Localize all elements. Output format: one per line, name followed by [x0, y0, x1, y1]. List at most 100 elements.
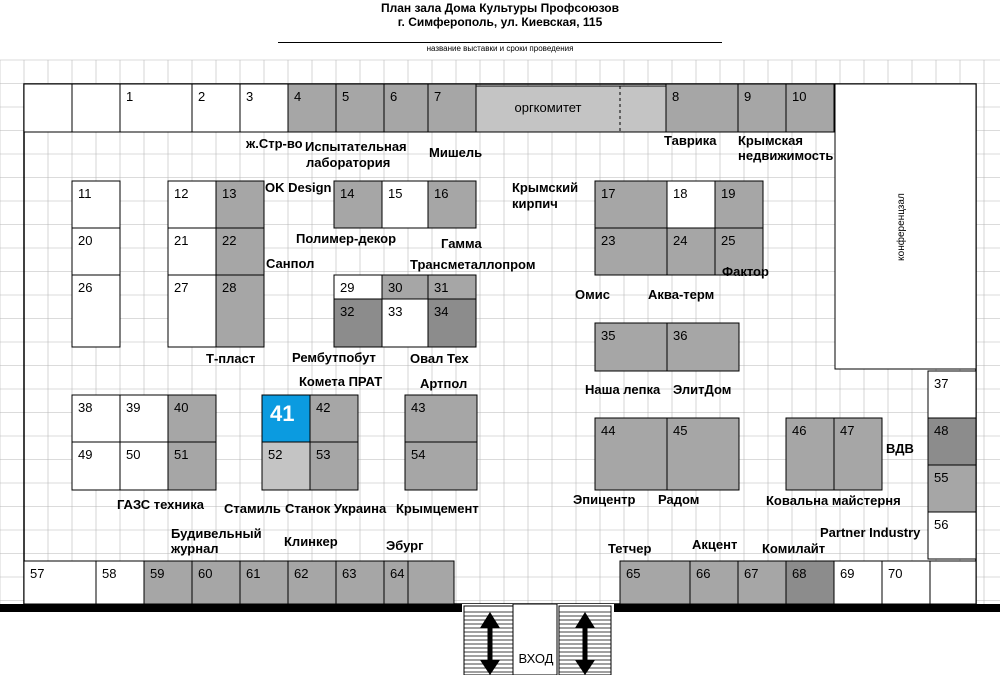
booth-47[interactable]: 47 — [833, 417, 883, 491]
booth-49[interactable]: 49 — [71, 441, 121, 491]
booth-70[interactable]: 70 — [881, 560, 931, 605]
booth-13[interactable]: 13 — [215, 180, 265, 229]
booth-64[interactable]: 64 — [383, 560, 409, 605]
booth-34[interactable]: 34 — [427, 298, 477, 348]
booth-blank-1[interactable] — [71, 83, 121, 133]
booth-14[interactable]: 14 — [333, 180, 383, 229]
booth-18[interactable]: 18 — [666, 180, 716, 229]
booth-20[interactable]: 20 — [71, 227, 121, 276]
booth-25[interactable]: 25 — [714, 227, 764, 276]
booth-40[interactable]: 40 — [167, 394, 217, 443]
booth-55[interactable]: 55 — [927, 464, 977, 513]
booth-area — [927, 417, 977, 466]
booth-56[interactable]: 56 — [927, 511, 977, 560]
booth-33[interactable]: 33 — [381, 298, 431, 348]
booth-area — [335, 560, 385, 605]
booth-area — [666, 417, 740, 491]
booth-31[interactable]: 31 — [427, 274, 477, 300]
exhibition-caption: название выставки и сроки проведения — [426, 44, 574, 53]
booth-60[interactable]: 60 — [191, 560, 241, 605]
booth-46[interactable]: 46 — [785, 417, 835, 491]
booth-67[interactable]: 67 — [737, 560, 787, 605]
booth-65[interactable]: 65 — [619, 560, 691, 605]
booth-blank-66[interactable] — [407, 560, 455, 605]
booth-41[interactable]: 41 — [261, 394, 311, 443]
booth-4[interactable]: 4 — [287, 83, 337, 133]
booth-area — [833, 417, 883, 491]
booth-59[interactable]: 59 — [143, 560, 193, 605]
booth-43[interactable]: 43 — [404, 394, 478, 443]
booth-area — [594, 227, 668, 276]
booth-2[interactable]: 2 — [191, 83, 241, 133]
booth-62[interactable]: 62 — [287, 560, 337, 605]
orgcommittee-room[interactable]: оргкомитет — [475, 85, 667, 133]
booth-number: 20 — [78, 233, 92, 248]
booth-42[interactable]: 42 — [309, 394, 359, 443]
booth-number: 11 — [78, 186, 92, 201]
booth-58[interactable]: 58 — [95, 560, 145, 605]
booth-23[interactable]: 23 — [594, 227, 668, 276]
booth-1[interactable]: 1 — [119, 83, 193, 133]
booth-36[interactable]: 36 — [666, 322, 740, 372]
entrance[interactable]: ВХОД — [462, 603, 614, 675]
booth-area — [239, 560, 289, 605]
booth-57[interactable]: 57 — [23, 560, 97, 605]
exhibitor-label: Тетчер — [608, 541, 651, 556]
booth-26[interactable]: 26 — [71, 274, 121, 348]
booth-35[interactable]: 35 — [594, 322, 668, 372]
booth-44[interactable]: 44 — [594, 417, 668, 491]
booth-11[interactable]: 11 — [71, 180, 121, 229]
booth-37[interactable]: 37 — [927, 370, 977, 419]
booth-32[interactable]: 32 — [333, 298, 383, 348]
booth-45[interactable]: 45 — [666, 417, 740, 491]
booth-61[interactable]: 61 — [239, 560, 289, 605]
booth-28[interactable]: 28 — [215, 274, 265, 348]
booth-39[interactable]: 39 — [119, 394, 169, 443]
booth-15[interactable]: 15 — [381, 180, 431, 229]
booth-number: 3 — [246, 89, 253, 104]
booth-69[interactable]: 69 — [833, 560, 883, 605]
booth-number: 39 — [126, 400, 140, 415]
booth-22[interactable]: 22 — [215, 227, 265, 276]
booth-9[interactable]: 9 — [737, 83, 787, 133]
booth-number: 36 — [673, 328, 687, 343]
booth-17[interactable]: 17 — [594, 180, 668, 229]
booth-29[interactable]: 29 — [333, 274, 383, 300]
booth-8[interactable]: 8 — [665, 83, 739, 133]
booth-21[interactable]: 21 — [167, 227, 217, 276]
booth-19[interactable]: 19 — [714, 180, 764, 229]
booth-number: 10 — [792, 89, 806, 104]
booth-10[interactable]: 10 — [785, 83, 835, 133]
booth-51[interactable]: 51 — [167, 441, 217, 491]
booth-50[interactable]: 50 — [119, 441, 169, 491]
booth-number: 68 — [792, 566, 806, 581]
booth-68[interactable]: 68 — [785, 560, 835, 605]
booth-3[interactable]: 3 — [239, 83, 289, 133]
booth-54[interactable]: 54 — [404, 441, 478, 491]
booth-number: 56 — [934, 517, 948, 532]
conference-room[interactable]: конференцзал — [834, 83, 977, 370]
booth-48[interactable]: 48 — [927, 417, 977, 466]
booth-52[interactable]: 52 — [261, 441, 311, 491]
booth-blank-73[interactable] — [929, 560, 977, 605]
booth-area — [785, 83, 835, 133]
exhibitor-label: Рембутпобут — [292, 350, 376, 365]
booth-area — [594, 180, 668, 229]
booth-area — [927, 511, 977, 560]
booth-5[interactable]: 5 — [335, 83, 385, 133]
conference-label: конференцзал — [895, 193, 907, 261]
booth-66[interactable]: 66 — [689, 560, 739, 605]
booth-27[interactable]: 27 — [167, 274, 217, 348]
booth-38[interactable]: 38 — [71, 394, 121, 443]
booth-30[interactable]: 30 — [381, 274, 431, 300]
booth-12[interactable]: 12 — [167, 180, 217, 229]
booth-blank-0[interactable] — [23, 83, 73, 133]
booth-24[interactable]: 24 — [666, 227, 716, 276]
booth-16[interactable]: 16 — [427, 180, 477, 229]
booth-53[interactable]: 53 — [309, 441, 359, 491]
booth-7[interactable]: 7 — [427, 83, 477, 133]
booth-63[interactable]: 63 — [335, 560, 385, 605]
booth-6[interactable]: 6 — [383, 83, 433, 133]
